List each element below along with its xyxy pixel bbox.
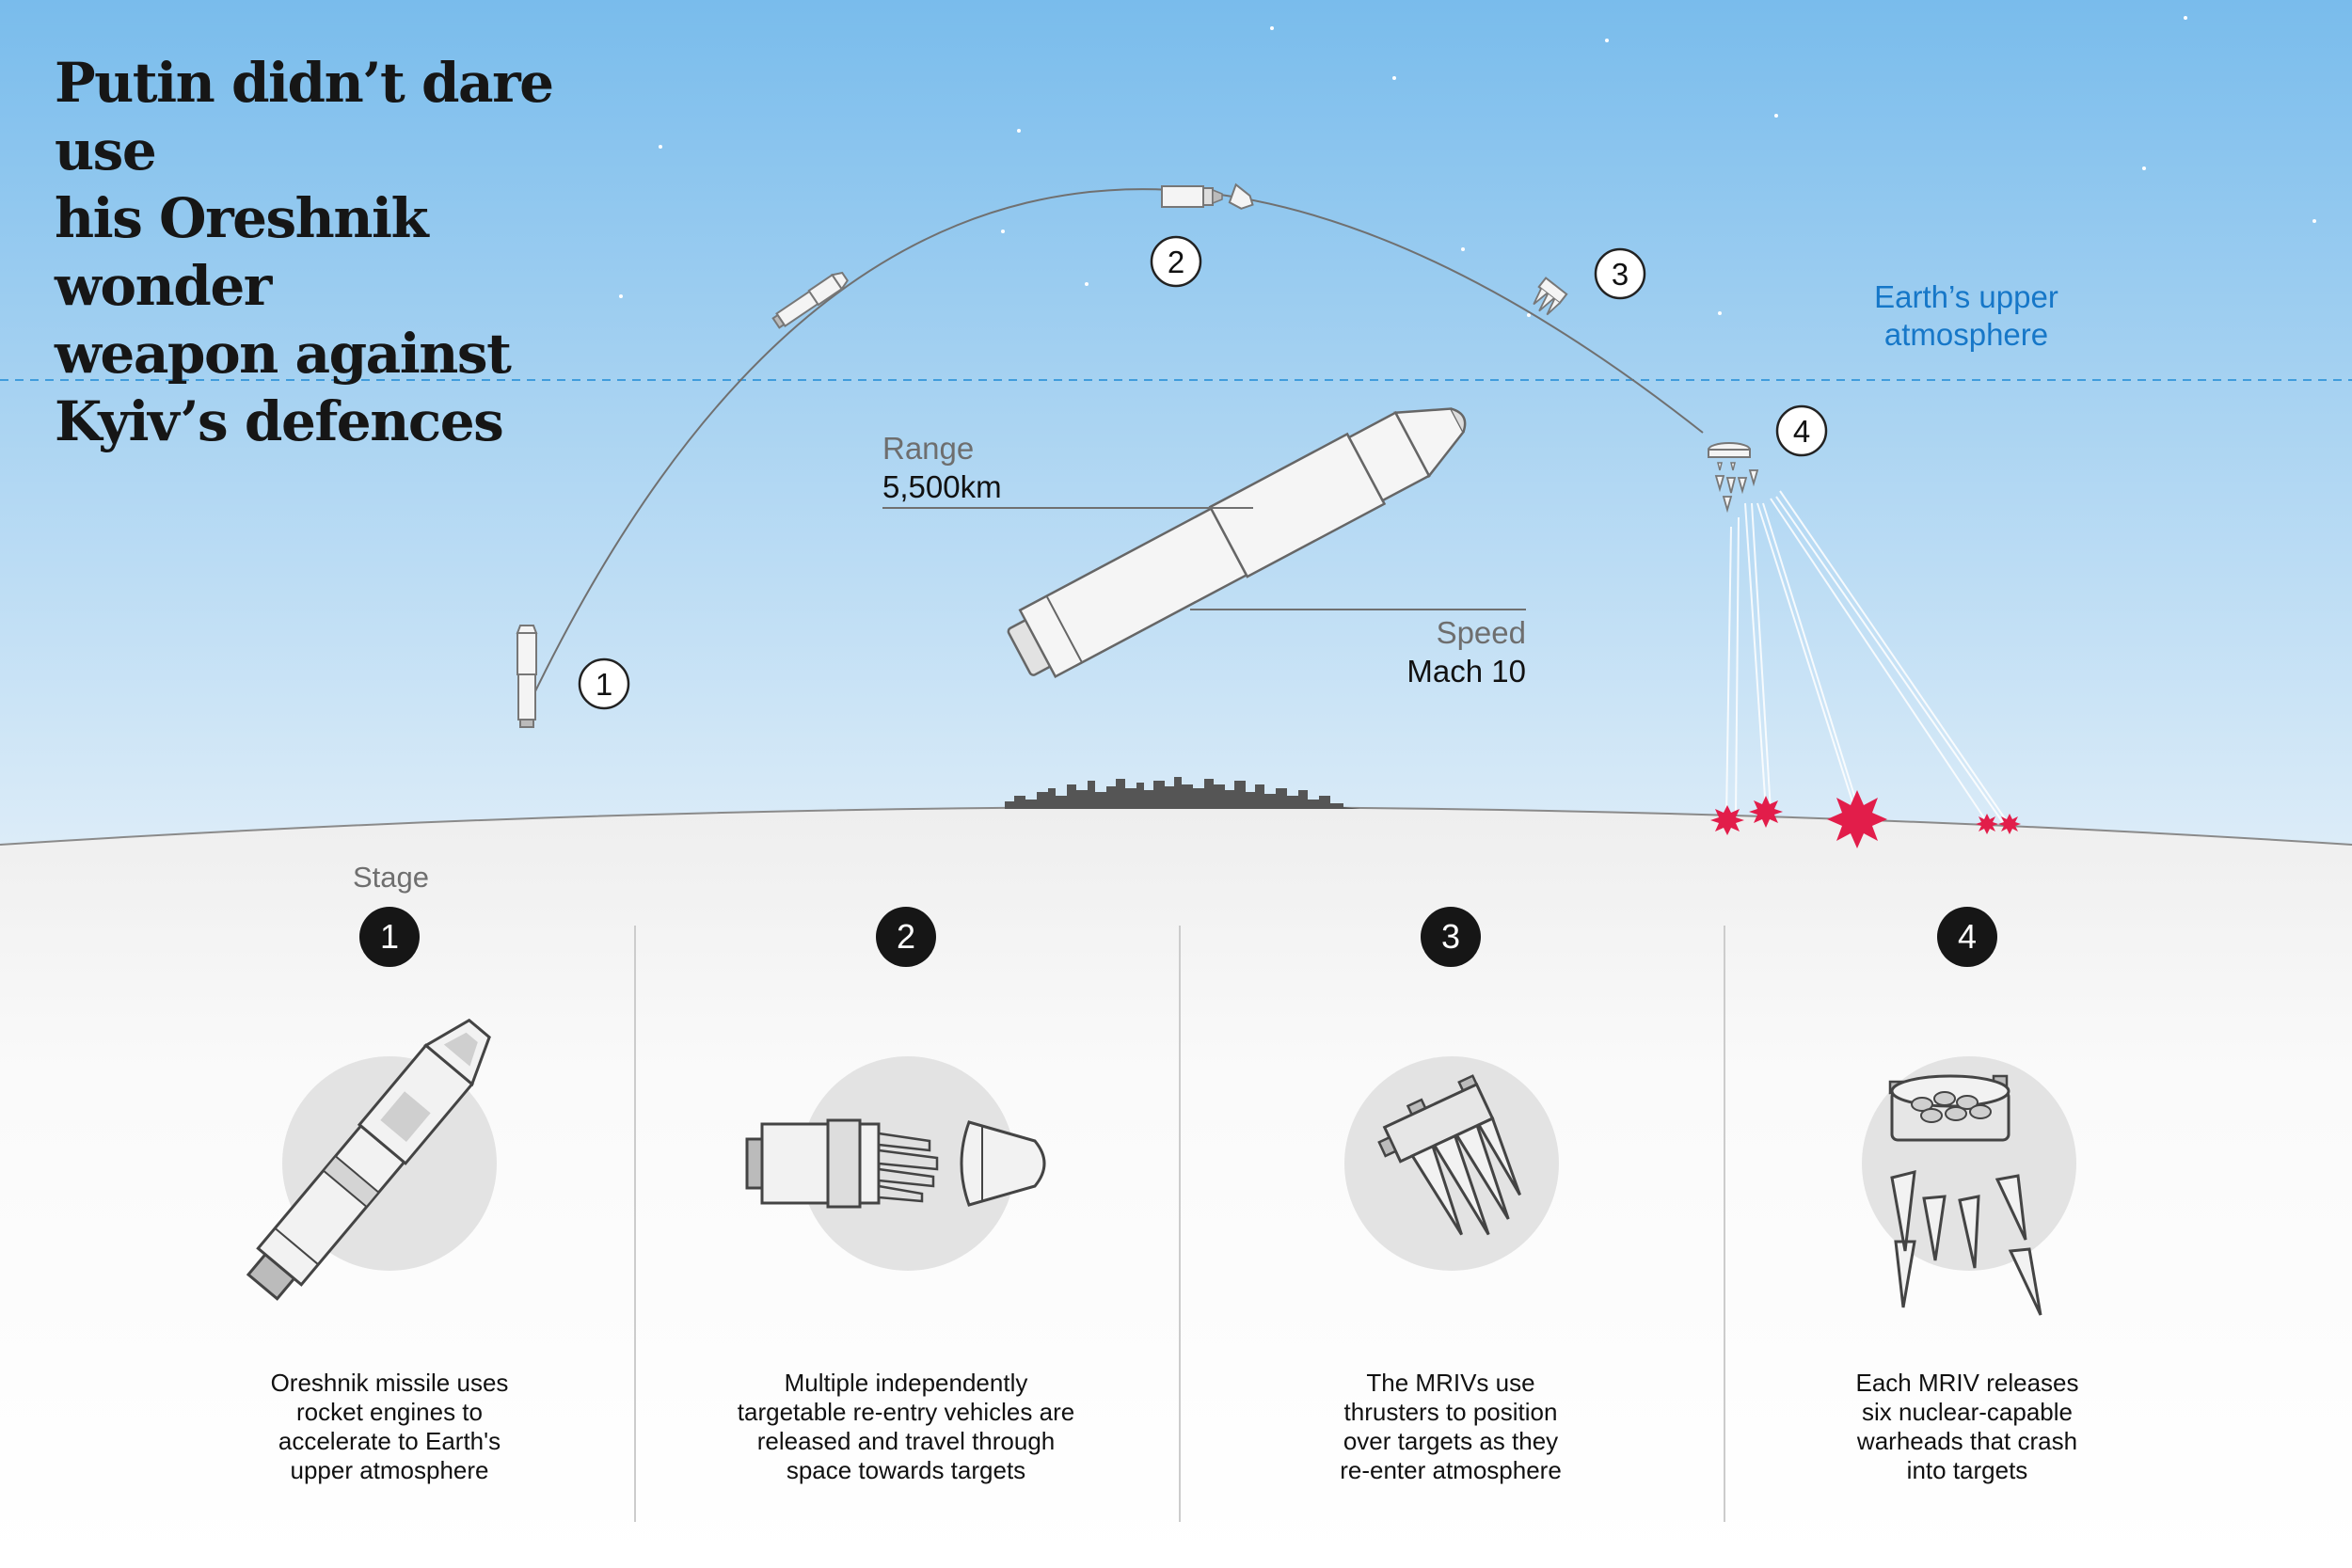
trajectory-marker-4: 4: [1775, 404, 1828, 457]
atmosphere-label-line: atmosphere: [1883, 317, 2049, 352]
trajectory-marker-1-label: 1: [596, 667, 612, 702]
missile-launch-sprite: [516, 625, 538, 728]
explosion-1: [1710, 805, 1744, 835]
range-value: 5,500km: [882, 469, 1002, 504]
description-line: Multiple independently: [784, 1369, 1028, 1397]
atmosphere-label: Earth’s upper atmosphere: [1788, 278, 2145, 354]
missile-climb-sprite: [771, 271, 849, 329]
description-line: released and travel through: [756, 1427, 1056, 1455]
nose-cone-separation-icon: [745, 1118, 1046, 1209]
stage-number-4: 4: [1937, 907, 1997, 967]
trajectory-marker-4-label: 4: [1793, 414, 1810, 449]
rocket-launch-icon: [246, 1018, 491, 1301]
speed-value: Mach 10: [1406, 654, 1526, 689]
headline-line: his Oreshnik wonder: [55, 186, 429, 318]
description-line: The MRIVs use: [1366, 1369, 1535, 1397]
trajectory-marker-2-label: 2: [1168, 245, 1184, 279]
description-line: targetable re-entry vehicles are: [737, 1398, 1075, 1426]
description-line: thrusters to position: [1343, 1398, 1558, 1426]
separation-sprite: [1161, 182, 1254, 210]
description-line: Oreshnik missile uses: [270, 1369, 509, 1397]
stars: [619, 16, 2316, 317]
stage-2-description: Multiple independently targetable re-ent…: [718, 1369, 1094, 1485]
explosion-3: [1827, 790, 1887, 848]
mirv-thrusters-icon: [1377, 1074, 1521, 1236]
speed-label: Speed: [1436, 615, 1526, 650]
sky: [0, 0, 2352, 847]
trajectory-marker-1: 1: [578, 657, 630, 710]
trajectory-marker-2: 2: [1150, 235, 1202, 288]
atmosphere-label-line: Earth’s upper: [1874, 279, 2058, 314]
warhead-release-icon: [1888, 1074, 2042, 1316]
oreshnik-missile-illustration: [1007, 407, 1467, 679]
explosions: [1710, 790, 2021, 848]
description-line: upper atmosphere: [290, 1456, 489, 1484]
description-line: Each MRIV releases: [1855, 1369, 2079, 1397]
headline-line: Putin didn’t dare use: [55, 51, 554, 182]
description-line: warheads that crash: [1856, 1427, 2078, 1455]
stage-4-description: Each MRIV releases six nuclear-capable w…: [1779, 1369, 2155, 1485]
explosion-5: [1998, 814, 2021, 834]
description-line: into targets: [1906, 1456, 2028, 1484]
trajectory-marker-3-label: 3: [1612, 257, 1629, 292]
description-line: accelerate to Earth's: [278, 1427, 501, 1455]
stage-number-1: 1: [359, 907, 420, 967]
headline: Putin didn’t dare use his Oreshnik wonde…: [55, 49, 638, 455]
city-skyline: [997, 777, 1360, 809]
stage-number-3: 3: [1421, 907, 1481, 967]
description-line: six nuclear-capable: [1861, 1398, 2073, 1426]
explosion-2: [1749, 796, 1783, 828]
explosion-4: [1976, 814, 1998, 834]
headline-line: weapon against: [55, 322, 512, 386]
warhead-descent-lines: [1725, 490, 2010, 825]
stage-1-description: Oreshnik missile uses rocket engines to …: [201, 1369, 578, 1485]
range-label: Range: [882, 431, 975, 466]
stage-number-2: 2: [876, 907, 936, 967]
flight-trajectory: [522, 188, 1704, 718]
column-dividers: [634, 926, 1725, 1522]
stage-heading: Stage: [353, 861, 430, 894]
stage-3-description: The MRIVs use thrusters to position over…: [1263, 1369, 1639, 1485]
trajectory-marker-3: 3: [1594, 247, 1646, 300]
headline-line: Kyiv’s defences: [55, 389, 504, 453]
mirv-sprite: [1533, 277, 1568, 316]
description-line: space towards targets: [786, 1456, 1026, 1484]
description-line: re-enter atmosphere: [1340, 1456, 1562, 1484]
description-line: over targets as they: [1343, 1427, 1559, 1455]
description-line: rocket engines to: [295, 1398, 483, 1426]
ground: [0, 807, 2352, 1568]
warhead-release-sprite: [1708, 442, 1759, 514]
